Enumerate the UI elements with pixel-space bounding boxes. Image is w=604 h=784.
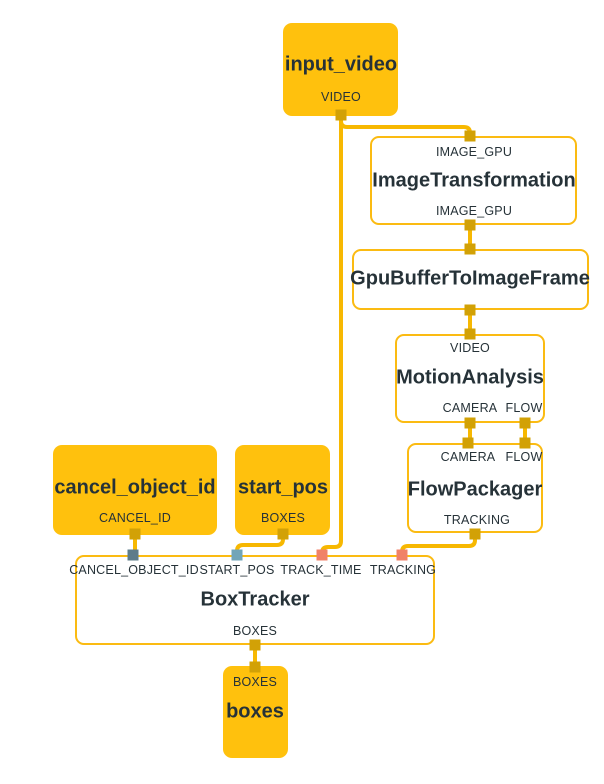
port-label-FlowPackager-CAMERA: CAMERA [440,450,496,464]
node-title-start_pos: start_pos [237,476,329,499]
port-FlowPackager-CAMERA-in [462,437,474,449]
node-title-boxes: boxes [226,700,284,723]
port-MotionAnalysis-VIDEO-in [464,328,476,340]
edge-FlowPackager-TRACKING-to-BoxTracker [400,532,477,556]
port-start_pos-BOXES-out [277,528,289,540]
node-title-MotionAnalysis: MotionAnalysis [396,366,544,389]
node-title-BoxTracker: BoxTracker [200,588,310,611]
port-label-BoxTracker-TRACK_TIME: TRACK_TIME [280,563,362,577]
edge-start_pos-to-BoxTracker-START_POS [235,532,285,556]
port-input_video-VIDEO-out [335,109,347,121]
port-BoxTracker-TRACK_TIME-in [316,549,328,561]
node-title-ImageTransformation: ImageTransformation [372,169,576,192]
node-title-FlowPackager: FlowPackager [407,478,543,501]
port-BoxTracker-TRACKING-in [396,549,408,561]
port-label-MotionAnalysis-VIDEO: VIDEO [450,341,490,355]
port-label-MotionAnalysis-FLOW: FLOW [505,401,543,415]
port-label-BoxTracker-BOXES: BOXES [232,624,278,638]
port-label-FlowPackager-TRACKING: TRACKING [443,513,511,527]
node-BoxTracker[interactable] [75,555,435,645]
port-BoxTracker-START_POS-in [231,549,243,561]
port-label-BoxTracker-START_POS: START_POS [199,563,275,577]
node-boxes[interactable] [223,666,288,758]
node-title-cancel_object_id: cancel_object_id [54,476,216,499]
port-label-start_pos-BOXES: BOXES [260,511,306,525]
port-label-input_video-VIDEO: VIDEO [321,90,361,104]
port-label-cancel_object_id-CANCEL_ID: CANCEL_ID [99,511,171,525]
port-FlowPackager-FLOW-in [519,437,531,449]
port-label-BoxTracker-CANCEL_OBJECT_ID: CANCEL_OBJECT_ID [69,563,199,577]
port-label-ImageTransformation-IMAGE_GPU: IMAGE_GPU [435,204,513,218]
port-GpuBufferToImageFrame-out [464,304,476,316]
port-MotionAnalysis-CAMERA-out [464,417,476,429]
port-MotionAnalysis-FLOW-out [519,417,531,429]
node-ImageTransformation[interactable] [370,136,577,225]
port-GpuBufferToImageFrame-in [464,243,476,255]
node-FlowPackager[interactable] [407,443,543,533]
node-start_pos[interactable] [235,445,330,535]
port-label-FlowPackager-FLOW: FLOW [505,450,543,464]
port-FlowPackager-TRACKING-out [469,528,481,540]
port-ImageTransformation-IMAGE_GPU-in [464,130,476,142]
node-title-input_video: input_video [284,53,398,76]
port-label-MotionAnalysis-CAMERA: CAMERA [442,401,498,415]
port-ImageTransformation-IMAGE_GPU-out [464,219,476,231]
port-cancel_object_id-CANCEL_ID-out [129,528,141,540]
port-label-BoxTracker-TRACKING: TRACKING [369,563,437,577]
port-label-boxes-BOXES: BOXES [232,675,278,689]
port-boxes-BOXES-in [249,661,261,673]
port-BoxTracker-BOXES-out [249,639,261,651]
node-title-GpuBufferToImageFrame: GpuBufferToImageFrame [350,267,590,290]
port-label-ImageTransformation-IMAGE_GPU: IMAGE_GPU [435,145,513,159]
node-input_video[interactable] [283,23,398,116]
node-cancel_object_id[interactable] [53,445,217,535]
port-BoxTracker-CANCEL_OBJECT_ID-in [127,549,139,561]
